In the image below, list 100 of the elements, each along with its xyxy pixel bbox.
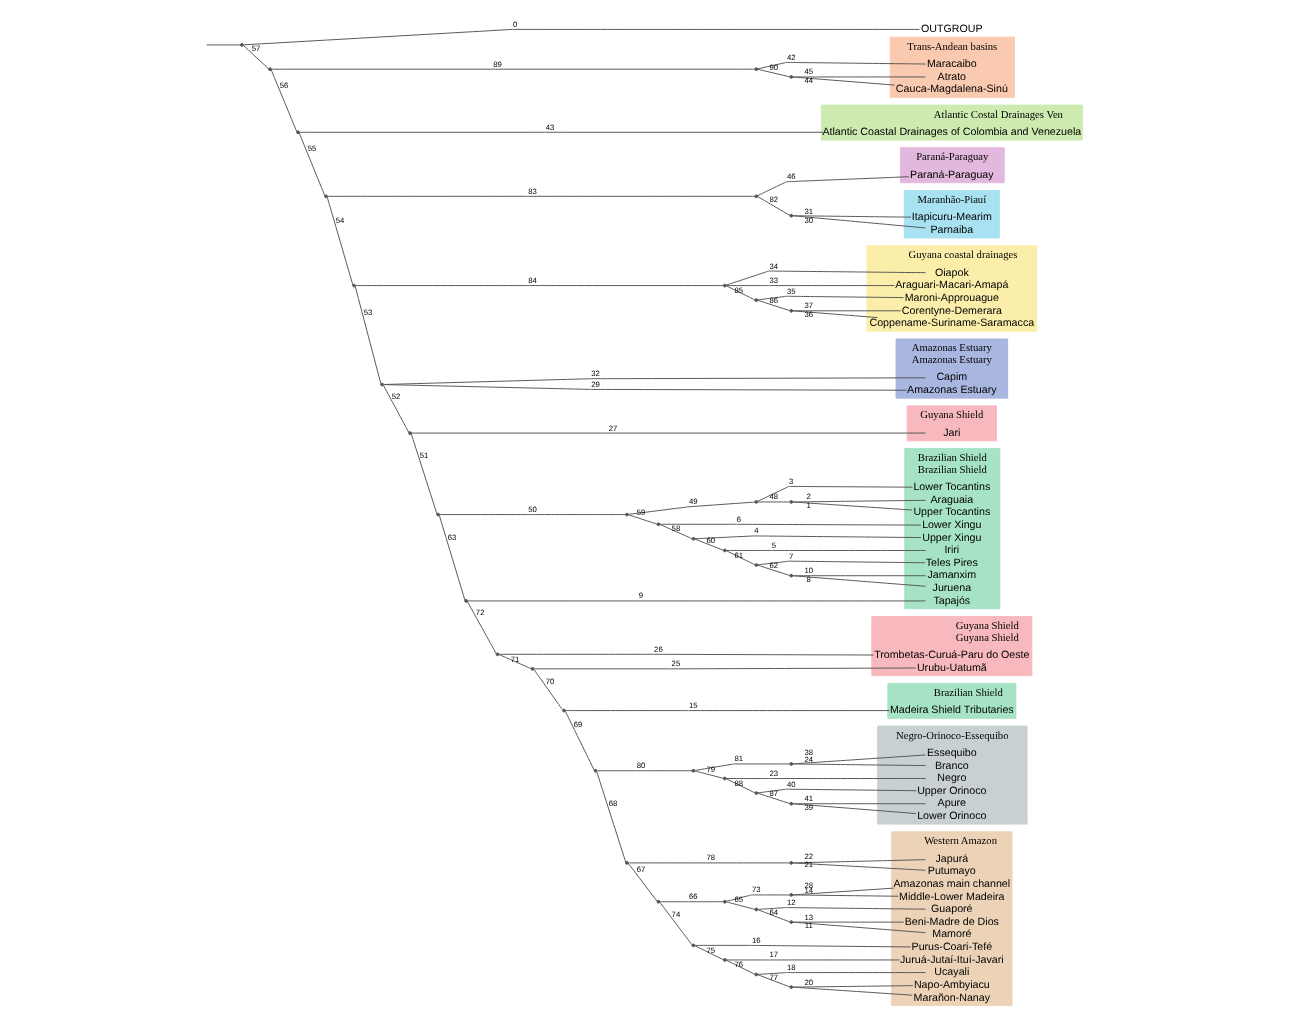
connector [725, 285, 755, 301]
connector [756, 788, 916, 794]
connector [756, 501, 790, 503]
connector [725, 778, 755, 794]
node-point [655, 522, 660, 527]
connector [791, 985, 913, 988]
node-point [267, 67, 271, 72]
connector [532, 667, 915, 670]
node-point [463, 599, 467, 603]
node-point [435, 512, 439, 517]
connector [791, 894, 898, 897]
node-point [690, 768, 695, 773]
connector [532, 669, 562, 711]
connector [791, 501, 912, 511]
node-point [721, 283, 726, 288]
node-point [753, 972, 758, 977]
connector [756, 974, 790, 988]
node-point [788, 213, 793, 218]
connector [756, 61, 926, 70]
node-point [788, 308, 793, 313]
connector [693, 770, 723, 779]
connector [724, 959, 899, 961]
connector [325, 196, 353, 286]
node-point [753, 194, 758, 199]
connector [791, 859, 925, 864]
node-point [239, 43, 243, 47]
node-point [788, 920, 793, 924]
connector [693, 538, 723, 551]
node-point [788, 801, 793, 806]
connector [563, 710, 889, 712]
connector [658, 523, 921, 526]
connector [241, 28, 920, 46]
connector [658, 901, 723, 903]
node-point [721, 776, 726, 781]
connector [791, 763, 925, 767]
connector [791, 310, 877, 319]
connector [756, 299, 790, 312]
connector [756, 972, 926, 975]
connector [756, 909, 790, 923]
connector [242, 45, 268, 70]
connector [497, 653, 873, 656]
connector [791, 803, 916, 815]
connector [466, 600, 925, 602]
connector [791, 986, 912, 996]
node-point [561, 708, 565, 713]
connector [724, 285, 894, 287]
connector [627, 501, 755, 515]
node-point [788, 985, 793, 989]
node-point [753, 67, 758, 72]
connector [724, 270, 926, 286]
connector [756, 295, 904, 301]
connector [437, 515, 465, 601]
connector [693, 945, 723, 961]
connector [658, 524, 692, 539]
connector [725, 959, 755, 975]
connector [269, 68, 755, 70]
connector [791, 921, 904, 923]
connector [205, 44, 240, 46]
node-point [788, 500, 793, 504]
connector [756, 907, 926, 910]
node-point [323, 194, 327, 199]
node-point [788, 573, 793, 578]
connector [627, 514, 657, 525]
connector [382, 384, 906, 391]
connector [626, 863, 657, 902]
connector [693, 535, 921, 540]
connector [756, 196, 790, 216]
connector [465, 601, 496, 654]
connector [791, 215, 911, 218]
connector [725, 901, 755, 910]
node-point [788, 762, 793, 766]
node-point [721, 548, 726, 553]
connector [410, 432, 925, 434]
connector [658, 901, 692, 946]
connector [791, 76, 925, 78]
node-point [655, 899, 660, 904]
connector [791, 575, 925, 587]
node-point [753, 907, 758, 912]
connector [595, 770, 692, 772]
connector [791, 921, 925, 934]
connector [791, 310, 901, 312]
connector [724, 550, 926, 551]
connector [791, 76, 895, 86]
node-point [721, 899, 726, 904]
node-point [788, 893, 793, 897]
node-point [529, 666, 534, 671]
connector [297, 132, 325, 196]
node-point [295, 130, 299, 135]
connector [382, 384, 409, 433]
node-point [721, 958, 726, 962]
connector [438, 514, 626, 516]
connector [298, 131, 823, 133]
connector [724, 894, 790, 902]
connector [791, 862, 925, 871]
connector [756, 176, 909, 197]
connector [756, 68, 790, 78]
connector [269, 69, 297, 132]
node-point [753, 791, 758, 795]
node-point [690, 536, 695, 541]
connector [756, 560, 925, 566]
